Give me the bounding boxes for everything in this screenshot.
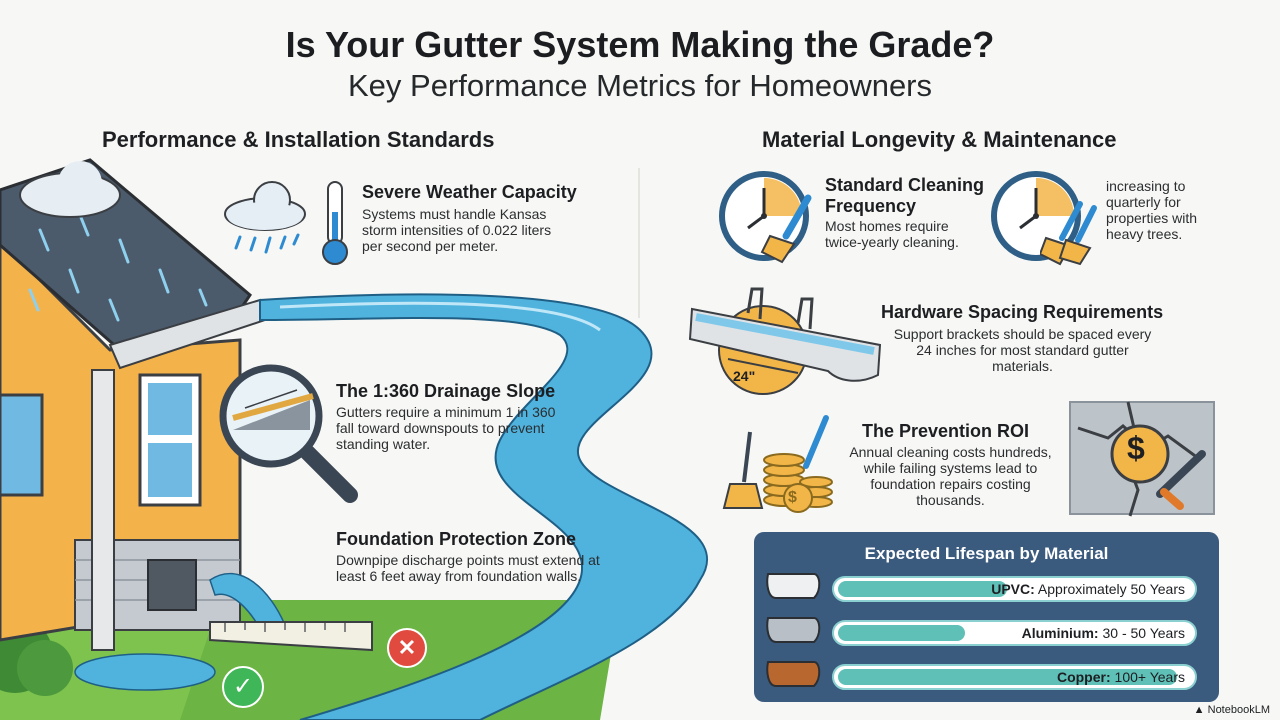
hardware-title: Hardware Spacing Requirements [881,302,1164,322]
coins-brush-icon [722,415,833,513]
magnifier-icon [219,364,358,503]
cleaning-title-line: Standard Cleaning [825,175,985,195]
cleaning-text2-line: heavy trees. [1106,226,1183,242]
cleaning-text2-line: increasing to [1106,178,1186,194]
lifespan-label: UPVC: Approximately 50 Years [991,581,1185,597]
foundation-title: Foundation Protection Zone [336,529,576,549]
hardware-text-line: Support brackets should be spaced every [893,326,1152,342]
lifespan-fill [838,669,1177,685]
cleaning-title-line: Frequency [825,196,917,216]
brand-label: ▲ NotebookLM [1194,704,1270,716]
roi-text-line: while failing systems lead to [863,460,1038,476]
cleaning-text2-line: properties with [1106,210,1198,226]
weather-title: Severe Weather Capacity [362,182,577,202]
cleaning-text2-line: quarterly for [1106,194,1181,210]
weather-text: Systems must handle Kansas storm intensi… [362,206,551,254]
measure-label: 24" [733,368,756,384]
thermometer-icon [322,181,348,265]
lifespan-fill [838,581,1007,597]
weather-text-line: Systems must handle Kansas [362,206,547,222]
foundation-text: Downpipe discharge points must extend at… [336,552,600,584]
roi-text-line: Annual cleaning costs hundreds, [849,444,1052,460]
brand-text: NotebookLM [1207,704,1270,716]
aluminium-gutter-icon [766,617,821,643]
foundation-text-line: Downpipe discharge points must extend at [336,552,600,568]
lifespan-bar-copper: Copper: 100+ Years [832,664,1197,690]
dollar-icon: $ [1127,430,1145,466]
page-subtitle: Key Performance Metrics for Homeowners [347,68,933,103]
lifespan-label: Aluminium: 30 - 50 Years [1021,625,1185,641]
roi-text-line: thousands. [916,492,985,508]
check-icon: ✓ [222,666,264,708]
lifespan-bar-aluminium: Aluminium: 30 - 50 Years [832,620,1197,646]
left-section-heading: Performance & Installation Standards [102,127,495,152]
lifespan-label: Copper: 100+ Years [1056,669,1185,685]
roi-title: The Prevention ROI [862,421,1030,441]
right-section-heading: Material Longevity & Maintenance [762,127,1117,152]
hardware-text: Support brackets should be spaced every … [880,326,1165,374]
roi-text: Annual cleaning costs hundreds, while fa… [838,444,1063,508]
lifespan-fill [838,625,965,641]
coin-dollar-icon: $ [788,489,797,506]
brush-icon [760,194,812,264]
cleaning-text-line: Most homes require [825,218,949,234]
lifespan-panel: Expected Lifespan by Material UPVC: Appr… [754,532,1219,702]
gutter-bracket-icon [688,287,882,395]
lifespan-title: Expected Lifespan by Material [864,544,1109,563]
hardware-text-line: materials. [992,358,1053,374]
cracked-wall-icon [1069,401,1215,517]
lifespan-bar-upvc: UPVC: Approximately 50 Years [832,576,1197,602]
slope-title: The 1:360 Drainage Slope [336,381,556,401]
roi-text-line: foundation repairs costing [870,476,1031,492]
weather-text-line: per second per meter. [362,238,499,254]
weather-text-line: storm intensities of 0.022 liters [362,222,552,238]
slope-text: Gutters require a minimum 1 in 360 fall … [336,404,555,452]
section-divider [638,168,640,318]
rain-cloud-icon [224,181,306,254]
copper-gutter-icon [766,661,821,687]
slope-text-line: standing water. [336,436,431,452]
x-icon: ✕ [387,628,427,668]
hardware-text-line: 24 inches for most standard gutter [916,342,1129,358]
clock-icon-quarterly [991,171,1081,261]
foundation-text-line: least 6 feet away from foundation walls. [336,568,582,584]
upvc-gutter-icon [766,573,821,599]
cleaning-text-2: increasing to quarterly for properties w… [1106,178,1197,242]
cleaning-text-line: twice-yearly cleaning. [825,234,959,250]
page-title: Is Your Gutter System Making the Grade? [285,24,995,65]
notebook-icon: ▲ [1193,704,1205,716]
cleaning-text: Most homes require twice-yearly cleaning… [825,218,959,250]
slope-text-line: fall toward downspouts to prevent [336,420,545,436]
brushes-icon [1040,201,1097,266]
cleaning-title: Standard Cleaning Frequency [825,175,984,217]
slope-text-line: Gutters require a minimum 1 in 360 [336,404,556,420]
